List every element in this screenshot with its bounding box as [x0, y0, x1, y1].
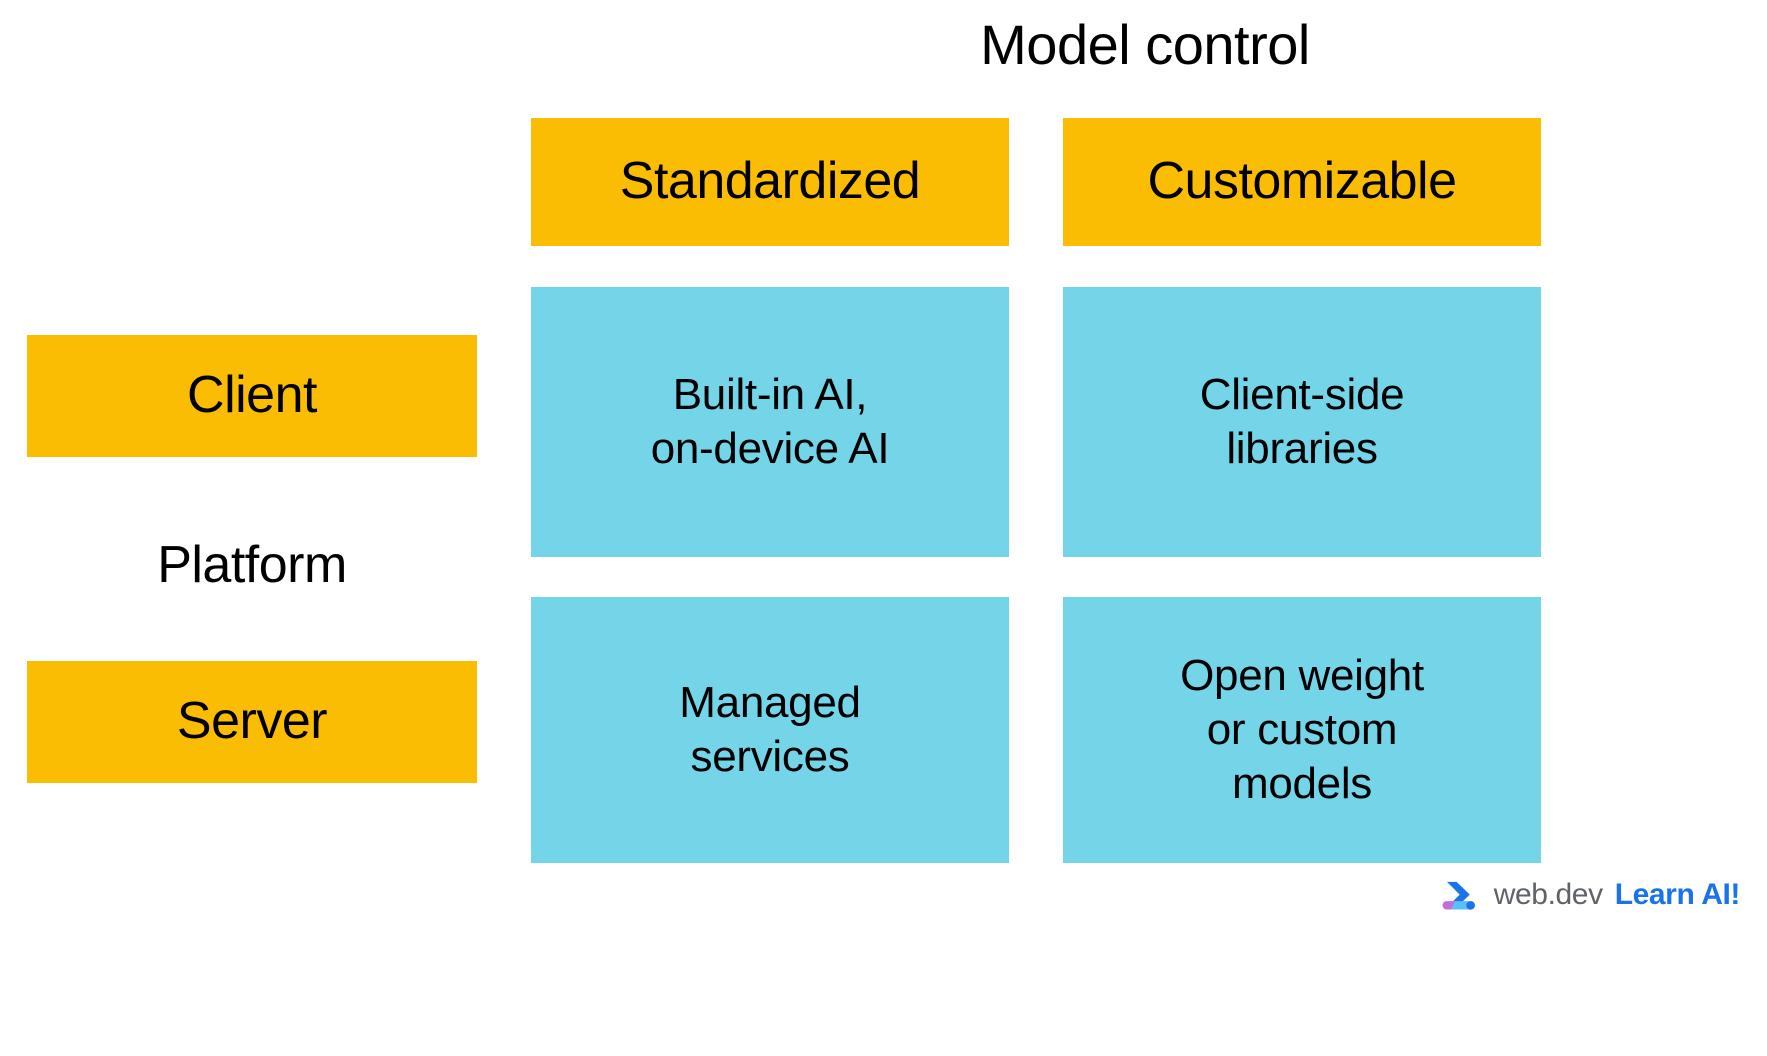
column-header-customizable: Customizable: [1063, 118, 1541, 246]
cell-text: Built-in AI, on-device AI: [650, 370, 890, 473]
cell-server-customizable: Open weight or custom models: [1063, 597, 1541, 863]
cell-client-standardized: Built-in AI, on-device AI: [531, 287, 1009, 557]
column-header-label: Standardized: [619, 152, 921, 211]
column-header-standardized: Standardized: [531, 118, 1009, 246]
page-title: Model control: [980, 13, 1310, 76]
cell-text: Client-side libraries: [1199, 370, 1405, 473]
column-header-label: Customizable: [1147, 152, 1457, 211]
cell-text: Managed services: [679, 678, 861, 781]
row-header-label: Server: [176, 692, 328, 751]
cell-text: Open weight or custom models: [1180, 651, 1424, 808]
webdev-chevron-icon: [1442, 881, 1475, 910]
row-header-client: Client: [27, 335, 477, 457]
footer-branding: web.dev Learn AI!: [1440, 872, 1740, 918]
cell-client-customizable: Client-side libraries: [1063, 287, 1541, 557]
cell-server-standardized: Managed services: [531, 597, 1009, 863]
learn-ai-tagline: Learn AI!: [1614, 878, 1741, 911]
webdev-wordmark: web.dev: [1493, 878, 1603, 911]
row-axis-label: Platform: [157, 536, 347, 594]
row-header-label: Client: [187, 366, 317, 425]
row-header-server: Server: [27, 661, 477, 783]
